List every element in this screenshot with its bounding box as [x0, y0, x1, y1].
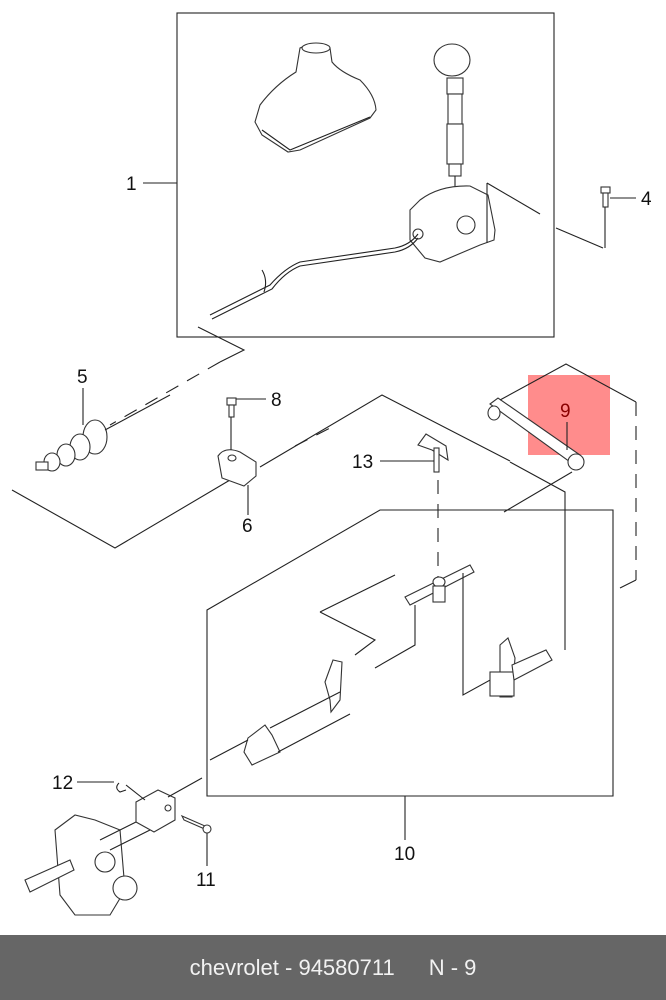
separator: -: [278, 954, 299, 980]
bellows-part-5: [35, 419, 108, 472]
gear-selector-housing: [24, 814, 138, 916]
group-box-10: [206, 509, 614, 797]
brand-name: chevrolet: [189, 954, 279, 980]
shifter-housing: [409, 185, 496, 263]
bolt-part-4: [600, 186, 611, 248]
rod-part-9: [487, 397, 585, 471]
pin-part-13: [417, 433, 449, 473]
bracket-part-6: [217, 449, 257, 487]
callout-13: 13: [352, 452, 373, 473]
bolt-part-8: [226, 397, 237, 450]
reference-label: N - 9: [428, 954, 477, 980]
clip-part-12: [116, 782, 127, 793]
shift-lever: [433, 43, 471, 195]
callout-8: 8: [271, 390, 282, 411]
part-number: 94580711: [298, 954, 395, 980]
callout-10: 10: [394, 844, 415, 865]
shift-cable: [209, 233, 419, 316]
group-box-1: [176, 12, 555, 338]
shift-boot: [254, 42, 377, 153]
callout-11: 11: [196, 870, 216, 891]
callout-9: 9: [560, 401, 571, 422]
callout-12: 12: [52, 773, 73, 794]
callout-1: 1: [126, 174, 137, 195]
clevis-bracket: [135, 789, 176, 833]
linkage-assembly: [243, 564, 553, 766]
callout-6: 6: [242, 516, 253, 537]
callout-4: 4: [641, 189, 652, 210]
footer-caption: chevrolet - 94580711 N - 9: [0, 935, 666, 1000]
parts-diagram: 1 4 5 6 8 9 10 11 12 13: [11, 12, 652, 916]
callout-5: 5: [77, 367, 88, 388]
pin-part-11: [180, 814, 212, 834]
